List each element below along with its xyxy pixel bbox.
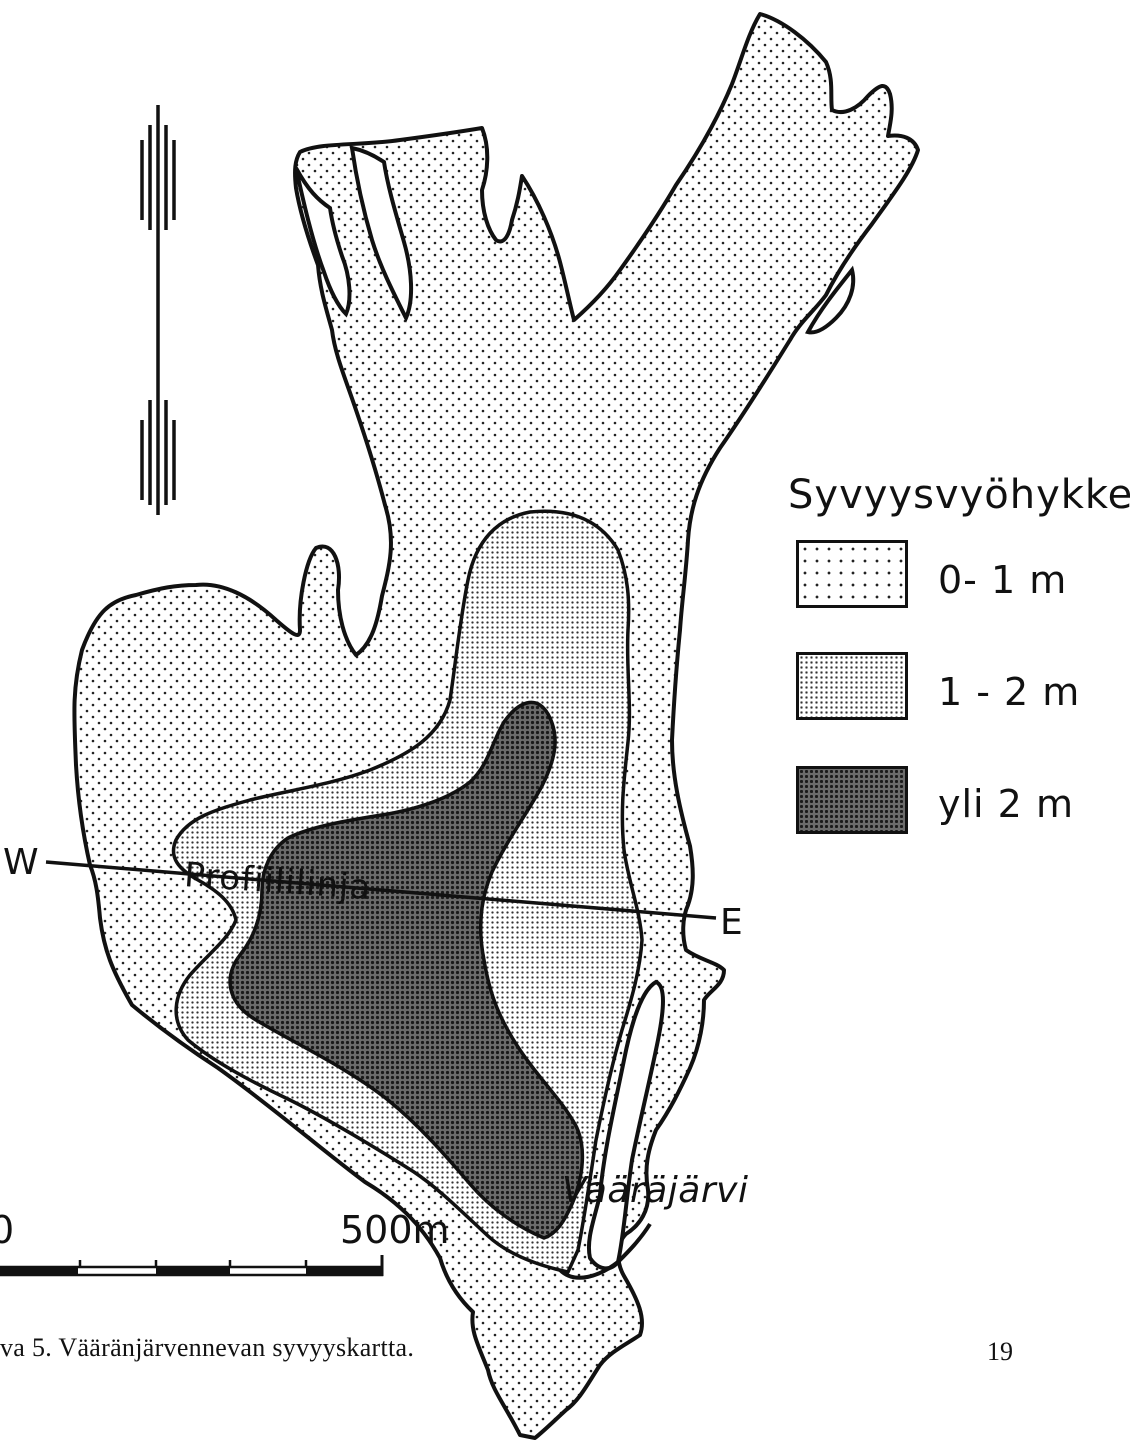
- lake-label: Vääräjärvi: [562, 1170, 749, 1211]
- figure-caption: va 5. Vääränjärvennevan syvyyskartta.: [0, 1333, 415, 1362]
- north-arrow-icon: [140, 105, 176, 515]
- inlet-north: [349, 145, 414, 323]
- inlet-northeast: [805, 265, 856, 335]
- legend-swatch-over-2m: [796, 766, 908, 834]
- profile-line: [45, 860, 717, 920]
- legend-label-1-2m: 1 - 2 m: [938, 670, 1081, 714]
- legend-swatch-0-1m: [796, 540, 908, 608]
- scale-bar: [0, 1255, 384, 1277]
- inlet-west: [294, 167, 352, 318]
- legend-label-0-1m: 0- 1 m: [938, 558, 1068, 602]
- west-label: W: [3, 842, 39, 883]
- scale-end-label: 500m: [340, 1208, 450, 1252]
- east-label: E: [720, 902, 743, 943]
- scale-start-label: 0: [0, 1208, 15, 1252]
- legend-swatch-1-2m: [796, 652, 908, 720]
- legend-title: Syvyysvyöhykkeet: [788, 472, 1130, 518]
- lake-shore-line: [558, 1222, 652, 1280]
- zone-over-2m: [228, 700, 585, 1240]
- page-number: 19: [987, 1337, 1013, 1366]
- legend-label-over-2m: yli 2 m: [938, 782, 1074, 826]
- lake-vaarajarvi: [586, 979, 665, 1271]
